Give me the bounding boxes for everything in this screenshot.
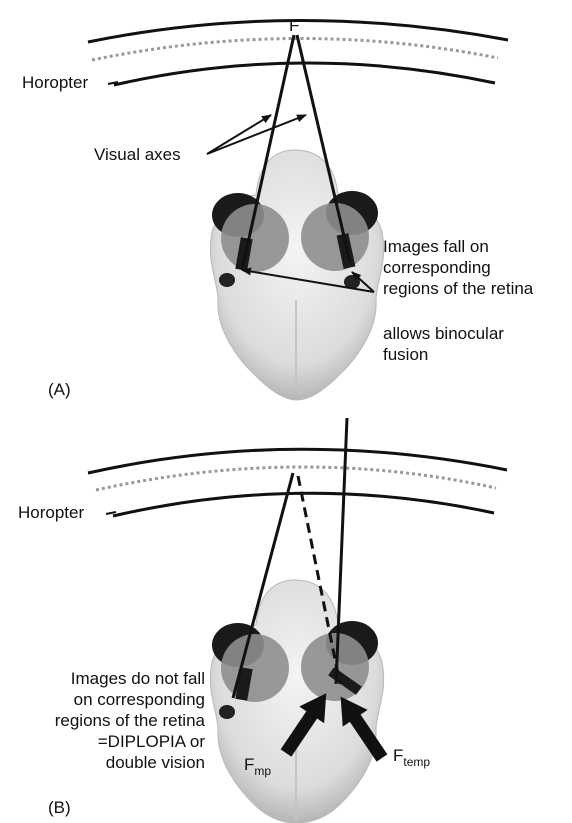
fusion-line-1: allows binocular [383, 323, 504, 344]
panel-label-b: (B) [48, 797, 71, 818]
horopter-dotted-arc [92, 38, 498, 60]
fixation-point-label: F [289, 15, 299, 36]
f-mp-main: F [244, 755, 254, 774]
diplopia-line-1: Images do not fall [55, 668, 205, 689]
horopter-label-a: Horopter [22, 72, 88, 93]
fusion-line-2: fusion [383, 344, 504, 365]
visual-axes-arrow-2 [207, 115, 306, 154]
f-temp-label: Ftemp [393, 745, 430, 768]
right-eye-a [301, 203, 369, 271]
images-fall-line-2: corresponding [383, 257, 533, 278]
panel-label-a: (A) [48, 379, 71, 400]
f-mp-subscript: mp [254, 764, 271, 778]
f-temp-subscript: temp [403, 755, 430, 769]
f-temp-main: F [393, 746, 403, 765]
visual-axes-arrow-1 [207, 115, 271, 154]
diplopia-line-4: =DIPLOPIA or [55, 731, 205, 752]
horopter-label-b: Horopter [18, 502, 84, 523]
left-eye-b [221, 634, 289, 702]
visual-axes-label: Visual axes [94, 144, 181, 165]
diplopia-line-2: on corresponding [55, 689, 205, 710]
horopter-upper-arc-b [88, 449, 507, 473]
skull-a [210, 150, 383, 400]
diplopia-line-3: regions of the retina [55, 710, 205, 731]
diplopia-line-5: double vision [55, 752, 205, 773]
f-mp-label: Fmp [244, 754, 271, 777]
images-fall-line-1: Images fall on [383, 236, 533, 257]
images-fall-line-3: regions of the retina [383, 278, 533, 299]
skull-b [210, 580, 383, 823]
images-fall-text: Images fall on corresponding regions of … [383, 236, 533, 299]
binocular-fusion-text: allows binocular fusion [383, 323, 504, 365]
horopter-pointer-line-b [106, 512, 116, 514]
horopter-dotted-arc-b [96, 467, 496, 490]
images-do-not-fall-text: Images do not fall on corresponding regi… [55, 668, 205, 773]
